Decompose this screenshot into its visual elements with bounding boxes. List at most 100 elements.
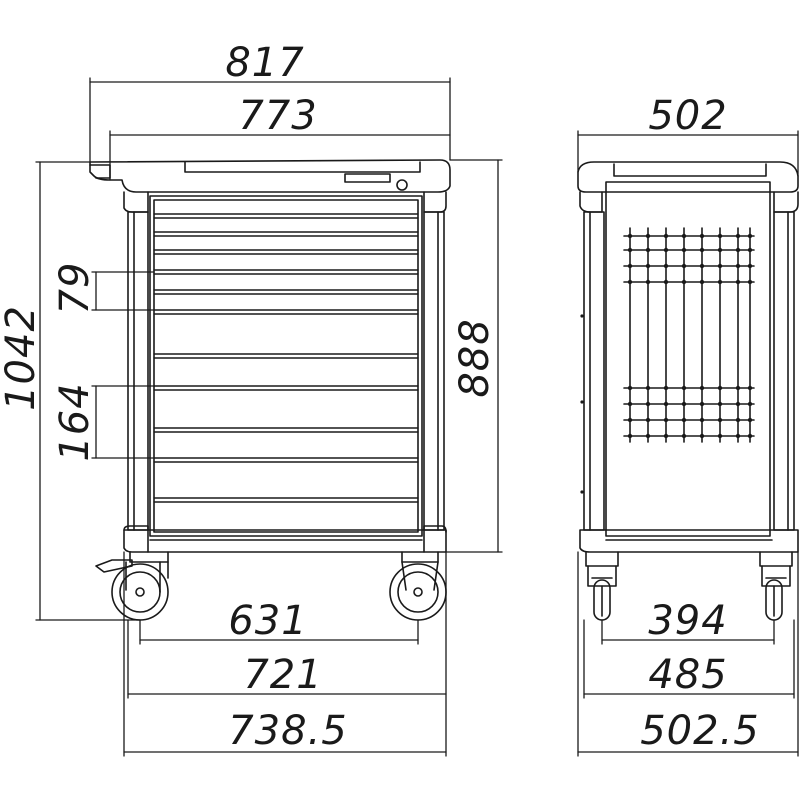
grid-hole <box>747 279 753 285</box>
side-post-dots <box>580 314 584 494</box>
grid-hole <box>747 385 753 391</box>
grid-hole <box>699 247 705 253</box>
side-caster-right <box>759 551 793 621</box>
grid-hole <box>663 233 669 239</box>
grid-hole <box>681 279 687 285</box>
grid-hole <box>681 385 687 391</box>
grid-hole <box>681 401 687 407</box>
front-corner-top-left <box>123 191 149 213</box>
front-view <box>89 159 451 621</box>
grid-hole <box>663 263 669 269</box>
dim-394-label: 394 <box>648 598 727 644</box>
side-corner-top-left <box>579 191 603 213</box>
front-corner-top-right <box>423 191 447 213</box>
dimension-labels: 817 773 631 721 738.5 1042 888 79 164 50… <box>0 40 760 754</box>
grid-hole <box>645 433 651 439</box>
grid-hole <box>663 247 669 253</box>
side-corner-top-right <box>773 191 799 213</box>
front-lid-handle <box>184 161 421 173</box>
grid-hole <box>699 433 705 439</box>
dim-721-label: 721 <box>243 652 322 698</box>
grid-hole <box>681 263 687 269</box>
grid-hole <box>747 247 753 253</box>
front-drawer-lines <box>153 213 419 503</box>
grid-hole <box>735 401 741 407</box>
grid-hole <box>681 247 687 253</box>
grid-hole <box>735 247 741 253</box>
grid-hole <box>717 433 723 439</box>
grid-hole <box>699 263 705 269</box>
grid-hole <box>747 263 753 269</box>
front-top-lid <box>89 159 451 193</box>
grid-hole <box>663 385 669 391</box>
front-caster-left <box>95 551 169 621</box>
side-perforated-grid <box>623 227 755 443</box>
dim-1042-label: 1042 <box>0 305 44 411</box>
dim-502-label: 502 <box>648 93 727 139</box>
grid-hole <box>645 401 651 407</box>
grid-hole <box>627 279 633 285</box>
side-post-left <box>583 211 605 531</box>
grid-hole <box>735 385 741 391</box>
grid-hole <box>717 279 723 285</box>
dim-485-label: 485 <box>648 652 727 698</box>
dim-817-label: 817 <box>225 40 304 86</box>
grid-hole <box>627 401 633 407</box>
dim-888-label: 888 <box>452 318 498 397</box>
grid-hole <box>681 417 687 423</box>
grid-hole <box>735 279 741 285</box>
grid-hole <box>663 417 669 423</box>
grid-hole <box>699 279 705 285</box>
grid-hole <box>645 247 651 253</box>
front-corner-bottom-right <box>423 525 447 553</box>
grid-hole <box>717 417 723 423</box>
grid-hole <box>747 417 753 423</box>
grid-hole <box>627 417 633 423</box>
grid-hole <box>627 385 633 391</box>
side-post-right <box>773 211 795 531</box>
front-caster-right <box>389 551 447 621</box>
grid-hole <box>645 233 651 239</box>
grid-hole <box>627 233 633 239</box>
front-post-left <box>127 211 149 531</box>
grid-hole <box>747 433 753 439</box>
side-panel <box>605 181 771 537</box>
grid-hole <box>717 247 723 253</box>
grid-hole <box>627 247 633 253</box>
grid-hole <box>699 385 705 391</box>
grid-hole <box>645 263 651 269</box>
side-base <box>579 529 799 553</box>
grid-hole <box>717 263 723 269</box>
front-lock-icon <box>396 179 408 191</box>
front-corner-bottom-left <box>123 525 149 553</box>
grid-hole <box>717 385 723 391</box>
grid-hole <box>645 385 651 391</box>
front-lid-latch <box>344 173 391 183</box>
grid-hole <box>645 417 651 423</box>
grid-hole <box>747 233 753 239</box>
grid-hole <box>681 233 687 239</box>
grid-hole <box>699 401 705 407</box>
grid-hole <box>735 417 741 423</box>
grid-hole <box>747 401 753 407</box>
dim-773-label: 773 <box>238 93 317 139</box>
dim-5025-label: 502.5 <box>640 708 760 754</box>
dim-738-label: 738.5 <box>228 708 348 754</box>
side-top-lid <box>577 161 799 193</box>
grid-hole <box>735 263 741 269</box>
grid-hole <box>627 433 633 439</box>
grid-hole <box>717 401 723 407</box>
front-cabinet <box>149 195 423 537</box>
side-caster-left <box>585 551 619 621</box>
dimension-lines <box>35 77 799 757</box>
dim-79-label: 79 <box>52 262 98 315</box>
brake-pedal-icon <box>95 559 133 573</box>
grid-hole <box>663 433 669 439</box>
dim-164-label: 164 <box>52 382 98 461</box>
grid-hole <box>699 233 705 239</box>
grid-hole <box>663 279 669 285</box>
front-cabinet-inner <box>153 199 419 533</box>
grid-hole <box>735 233 741 239</box>
front-base <box>123 529 447 553</box>
